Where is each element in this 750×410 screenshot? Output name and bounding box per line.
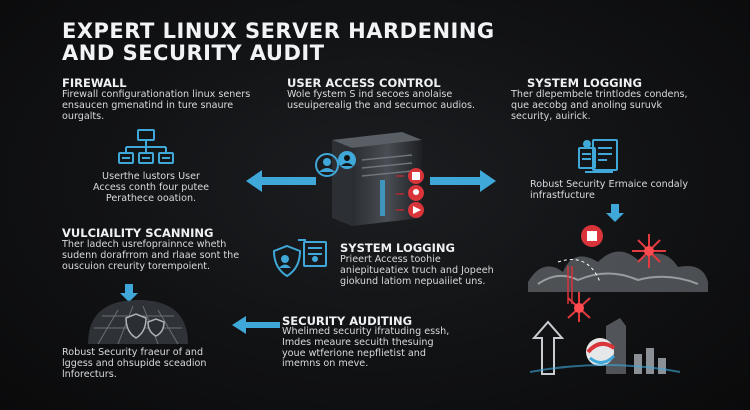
network-diagram-icon xyxy=(118,128,174,168)
threat-explosion-icon xyxy=(528,222,708,332)
vulnerability-body: Ther ladech usrefoprainnce wheth sudenn … xyxy=(62,239,240,272)
system-logging-top-caption: Robust Security Ermaice condaly infrastf… xyxy=(530,179,689,201)
user-access-body: Wole fystem S ind secoes anolaise useuip… xyxy=(287,89,476,111)
system-logging-top-heading: SYSTEM LOGGING xyxy=(527,76,642,90)
shield-icon xyxy=(272,244,302,278)
user-access-heading: USER ACCESS CONTROL xyxy=(287,76,441,90)
firewall-body: Firewall configurationation linux seners… xyxy=(62,89,251,122)
vulnerability-heading: VULCIAILITY SCANNING xyxy=(62,226,214,240)
vulnerability-caption: Robust Security fraeur of and lggess and… xyxy=(62,347,207,380)
arrow-right-icon xyxy=(430,170,496,192)
alert-badges-icon xyxy=(394,168,434,224)
arrow-down-icon xyxy=(606,204,624,222)
firewall-caption: Userthe lustors User Access conth four p… xyxy=(92,171,210,204)
system-logging-top-body: Ther dlepembele trintlodes condens, que … xyxy=(511,89,688,122)
arrow-down-icon-2 xyxy=(120,284,138,302)
title-line-2: AND SECURITY AUDIT xyxy=(62,41,325,65)
arrow-left-icon xyxy=(246,170,316,192)
arrow-left-icon-2 xyxy=(232,316,280,334)
log-document-icon xyxy=(577,138,621,176)
user-circle-icon xyxy=(314,152,340,178)
audit-arrows-icon xyxy=(529,318,681,375)
firewall-heading: FIREWALL xyxy=(62,76,127,90)
security-auditing-body: Whelimed security ifratuding essh, Imdes… xyxy=(282,326,450,370)
security-auditing-heading: SECURITY AUDITING xyxy=(282,314,413,328)
page-title: EXPERT LINUX SERVER HARDENING AND SECURI… xyxy=(62,20,702,64)
shield-grid-icon xyxy=(88,300,188,345)
key-document-icon xyxy=(296,238,332,270)
user-badge-icon xyxy=(337,150,357,170)
system-logging-mid-heading: SYSTEM LOGGING xyxy=(340,241,455,255)
title-line-1: EXPERT LINUX SERVER HARDENING xyxy=(62,19,495,43)
system-logging-mid-body: Prieert Access toohie aniepitueatiex tru… xyxy=(340,254,494,287)
